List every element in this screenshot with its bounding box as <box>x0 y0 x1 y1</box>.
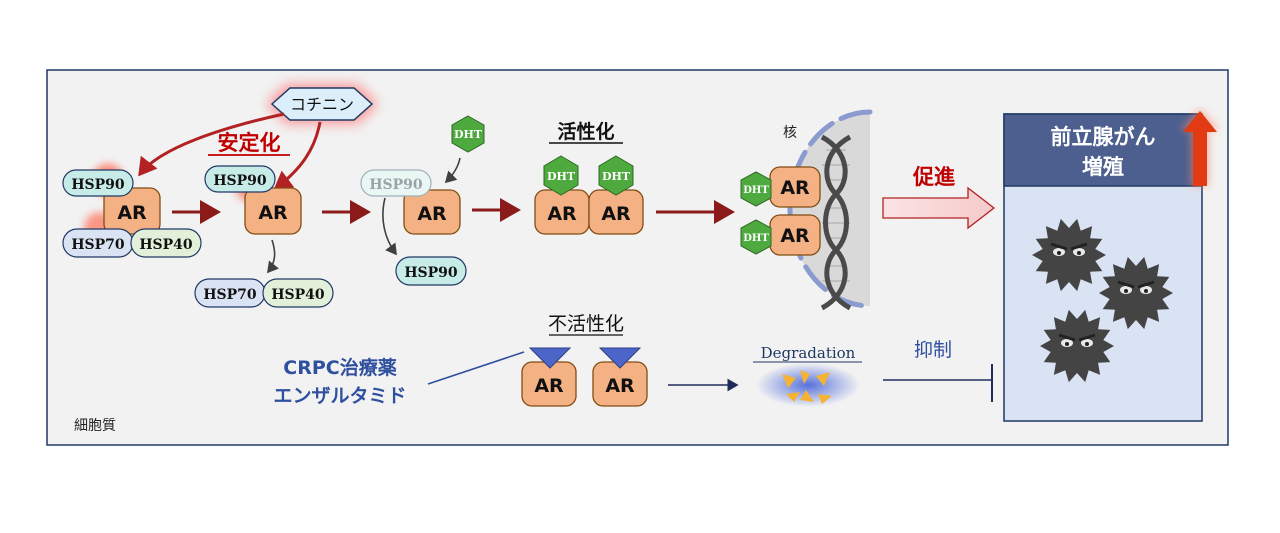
inactivation-label: 不活性化 <box>548 313 624 335</box>
nuclear-dht-1-label: DHT <box>743 185 769 196</box>
released-hsp70-label: HSP70 <box>203 287 257 303</box>
cancer-cells <box>1032 218 1173 383</box>
dna-helix <box>820 134 852 311</box>
complex2-ar-label: AR <box>258 202 288 224</box>
complex3-ar-label: AR <box>417 203 447 225</box>
degradation-label: Degradation <box>761 344 856 362</box>
complex2-hsp90 <box>204 165 276 193</box>
drug-binding-line <box>427 351 525 385</box>
crpc-drug-line2: エンザルタミド <box>273 385 406 407</box>
complex1-ar-label: AR <box>117 202 147 224</box>
complex3-hsp90-fading <box>360 169 432 197</box>
complex2-release-arrow <box>267 239 279 274</box>
complex2-ar-box <box>244 187 302 235</box>
inhibitor-bound-1 <box>528 347 572 369</box>
inhibitor-bound-2 <box>598 347 642 369</box>
inactive-ar-2-label: AR <box>605 375 635 397</box>
nuclear-dht-2 <box>740 219 772 255</box>
active-dht-1-label: DHT <box>547 170 576 183</box>
promotion-label: 促進 <box>912 165 955 189</box>
cancer-cell <box>1032 218 1106 292</box>
released-hsp90 <box>395 256 467 286</box>
dht-free-molecule <box>451 115 485 153</box>
crpc-drug-line1: CRPC治療薬 <box>283 356 396 379</box>
complex1-hsp40-label: HSP40 <box>139 237 193 253</box>
complex1-hsp70-label: HSP70 <box>71 237 125 253</box>
promotion-arrow <box>882 186 996 230</box>
active-ar-1-label: AR <box>547 203 577 225</box>
nuclear-dht-1 <box>740 171 772 207</box>
increase-arrow <box>1183 111 1217 186</box>
nucleus-label: 核 <box>783 125 797 141</box>
complex1-hsp90 <box>62 169 134 197</box>
dht-binding-arrow <box>444 157 461 184</box>
cotinine-label: コチニン <box>290 95 354 114</box>
inactive-ar-1-label: AR <box>534 375 564 397</box>
complex1-hsp90-label: HSP90 <box>71 177 125 193</box>
hsp90-release-arrow <box>382 197 397 256</box>
suppression-label: 抑制 <box>914 339 952 361</box>
released-hsp40-label: HSP40 <box>271 287 325 303</box>
released-hsp40 <box>262 278 334 308</box>
cotinine-arrow-to-complex1 <box>138 112 285 177</box>
nuclear-ar-1-label: AR <box>780 177 810 199</box>
cancer-cell <box>1040 309 1114 383</box>
complex1-hsp40 <box>130 228 202 258</box>
active-ar-2-label: AR <box>601 203 631 225</box>
activation-label: 活性化 <box>557 120 614 143</box>
nuclear-ar-2-label: AR <box>780 225 810 247</box>
active-dht-2 <box>598 155 634 196</box>
released-hsp90-label: HSP90 <box>404 265 458 281</box>
dht-free-label: DHT <box>454 128 483 141</box>
complex2-hsp90-label: HSP90 <box>213 173 267 189</box>
cotinine-arrow-to-complex2 <box>273 121 322 190</box>
stabilization-label: 安定化 <box>218 131 281 155</box>
degraded-fragments <box>782 370 832 404</box>
complex3-ar-box <box>403 189 461 235</box>
prostate-cancer-title-line2: 増殖 <box>1082 155 1124 179</box>
complex3-hsp90-label: HSP90 <box>369 177 423 193</box>
active-dht-1 <box>543 155 579 196</box>
cancer-cell <box>1099 256 1173 330</box>
prostate-cancer-title-line1: 前立腺がん <box>1051 125 1156 149</box>
prostate-cancer-header <box>1003 113 1203 187</box>
cytoplasm-label: 細胞質 <box>74 418 116 434</box>
active-dht-2-label: DHT <box>602 170 631 183</box>
nuclear-dht-2-label: DHT <box>743 233 769 244</box>
cotinine-molecule <box>270 87 374 121</box>
